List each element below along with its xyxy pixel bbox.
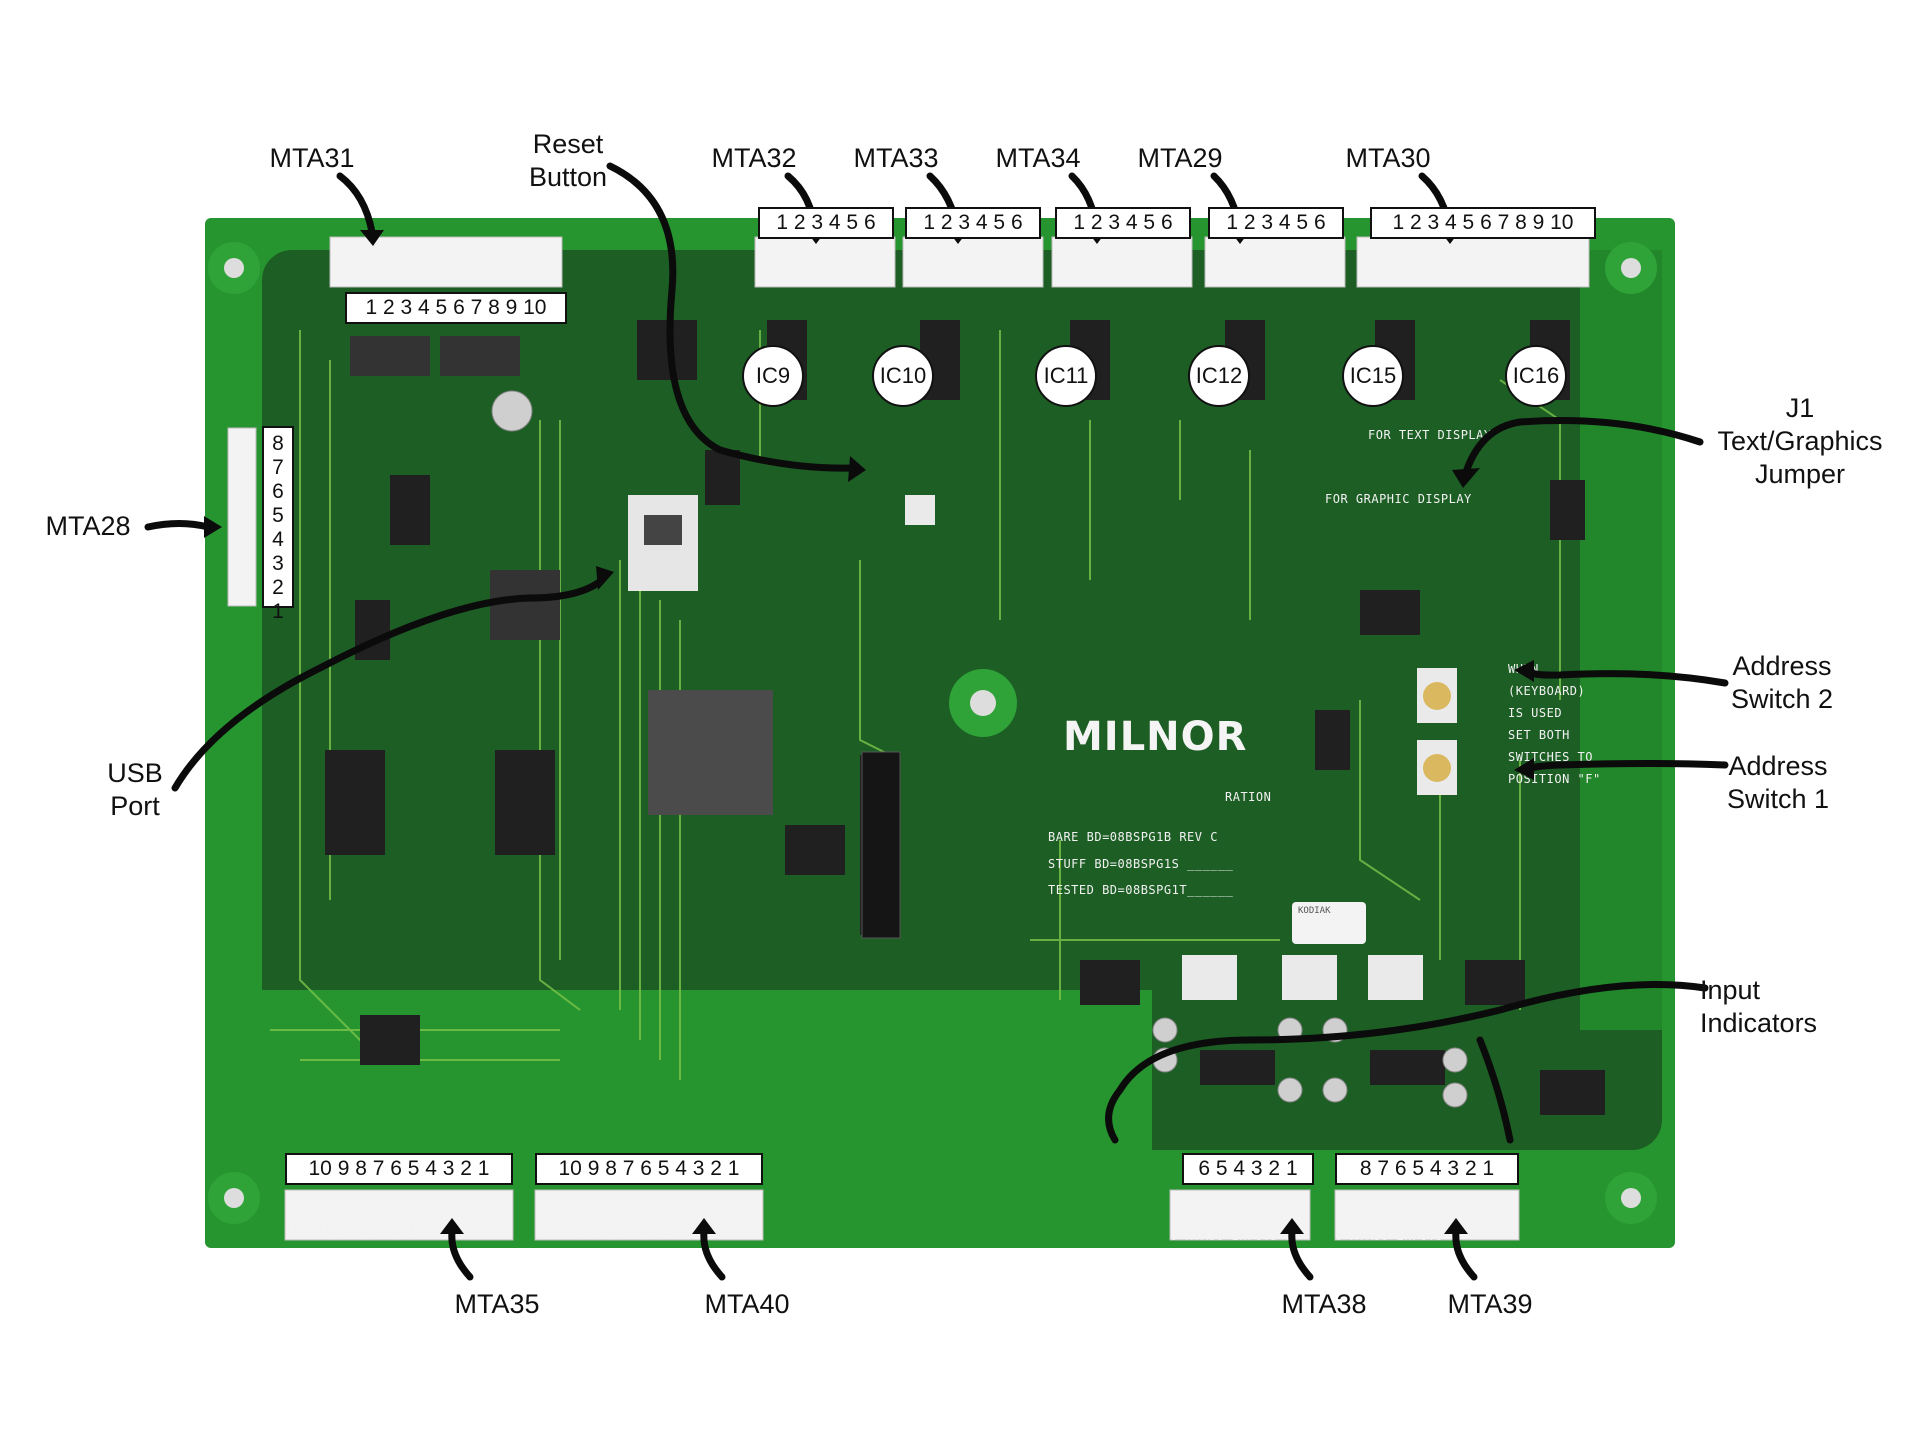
label-mta35: MTA35 — [454, 1289, 540, 1319]
silk-bare-bd: BARE BD=08BSPG1B REV C — [1048, 830, 1218, 844]
arrow-j1 — [1461, 417, 1704, 479]
silk-mta40: 10 MTA40 KEYPAD 1 — [535, 1223, 667, 1237]
pinbox-mta35: 10 9 8 7 6 5 4 3 2 1 — [285, 1153, 513, 1185]
arrow-mta40 — [700, 1228, 726, 1281]
mta28-pin-7: 7 — [272, 456, 284, 479]
silk-switch-note-2: (KEYBOARD) — [1508, 684, 1586, 698]
ic11-label: IC11 — [1035, 345, 1097, 407]
arrow-reset — [606, 162, 859, 472]
label-input-indicators: Input Indicators — [1700, 975, 1818, 1038]
kodiak-sticker: KODIAK — [1292, 902, 1366, 944]
arrowhead-switch2 — [1514, 660, 1534, 682]
label-mta31: MTA31 — [269, 143, 355, 173]
mounting-holes — [208, 242, 1657, 1224]
arrowhead-reset — [848, 456, 866, 482]
ic10-label: IC10 — [872, 345, 934, 407]
ic12-label: IC12 — [1188, 345, 1250, 407]
mta28-pin-6: 6 — [272, 480, 284, 503]
pinbox-mta29: 1 2 3 4 5 6 — [1208, 207, 1344, 239]
mta28-pin-3: 3 — [272, 552, 284, 575]
silk-tested-bd: TESTED BD=08BSPG1T______ — [1048, 883, 1234, 897]
chip-mcu — [648, 690, 773, 815]
arrowhead-mta35 — [440, 1218, 464, 1234]
label-usb-port: USB Port — [107, 758, 163, 821]
connectors — [227, 236, 1590, 1241]
arrow-switch1 — [1524, 760, 1729, 774]
silk-mta38: 6 MTA38 INPUTS 1 — [1170, 1229, 1294, 1243]
silk-switch-note-3: IS USED — [1508, 706, 1563, 720]
label-mta38: MTA38 — [1281, 1289, 1367, 1319]
pinbox-mta32: 1 2 3 4 5 6 — [758, 207, 894, 239]
label-mta39: MTA39 — [1447, 1289, 1533, 1319]
arrowhead-j1 — [1452, 468, 1480, 488]
arrowhead-mta40 — [692, 1218, 716, 1234]
label-mta30: MTA30 — [1345, 143, 1431, 173]
mta28-pin-2: 2 — [272, 576, 284, 599]
silk-stuff-bd: STUFF BD=08BSPG1S ______ — [1048, 857, 1234, 871]
pinbox-mta38: 6 5 4 3 2 1 — [1182, 1153, 1314, 1185]
mta28-pin-8: 8 — [272, 432, 284, 455]
arrow-mta38 — [1288, 1228, 1314, 1281]
pinbox-mta31: 1 2 3 4 5 6 7 8 9 10 — [345, 292, 567, 324]
milnor-logo: MILNOR — [1063, 714, 1248, 760]
opto-packages — [905, 495, 1457, 1000]
pinbox-mta40: 10 9 8 7 6 5 4 3 2 1 — [535, 1153, 763, 1185]
connector-mta28 — [227, 427, 257, 607]
arrow-switch2 — [1524, 666, 1729, 687]
connector-mta31 — [329, 236, 563, 288]
connector-mta40 — [534, 1189, 764, 1241]
silk-mta39: 8 MTA39 INPUTS 1 — [1335, 1229, 1459, 1243]
arrow-input-indicators — [1105, 980, 1709, 1144]
silk-switch-note-4: SET BOTH — [1508, 728, 1570, 742]
ribbon-header — [861, 751, 901, 939]
silk-mta35: 10 MTA35 KEYPAD 1 — [285, 1223, 417, 1237]
arrowhead-usb — [596, 566, 614, 590]
connector-mta29 — [1204, 236, 1346, 288]
arrowhead-mta31 — [360, 230, 384, 246]
silk-ration: RATION — [1225, 790, 1272, 804]
label-mta33: MTA33 — [853, 143, 939, 173]
pinbox-mta30: 1 2 3 4 5 6 7 8 9 10 — [1370, 207, 1596, 239]
mta28-pin-4: 4 — [272, 528, 284, 551]
label-j1: J1 Text/Graphics Jumper — [1717, 393, 1883, 489]
ic16-label: IC16 — [1505, 345, 1567, 407]
arrowhead-mta38 — [1280, 1218, 1304, 1234]
arrow-mta35 — [448, 1228, 474, 1281]
arrow-mta28 — [144, 520, 212, 531]
silk-switch-note-5: SWITCHES TO — [1508, 750, 1593, 764]
arrow-usb — [171, 576, 606, 792]
traces — [270, 330, 1561, 1080]
label-address-switch-1: Address Switch 1 — [1726, 751, 1830, 814]
mta28-pin-5: 5 — [272, 504, 284, 527]
arrowhead-switch1 — [1514, 758, 1534, 780]
label-mta32: MTA32 — [711, 143, 797, 173]
arrowhead-mta39 — [1444, 1218, 1468, 1234]
connector-mta35 — [284, 1189, 514, 1241]
ic9-label: IC9 — [742, 345, 804, 407]
pinbox-mta34: 1 2 3 4 5 6 — [1055, 207, 1191, 239]
connector-mta33 — [902, 236, 1044, 288]
arrow-mta31 — [336, 172, 376, 236]
label-reset-button: Reset Button — [528, 129, 608, 192]
silk-for-graphic-display: FOR GRAPHIC DISPLAY — [1325, 492, 1472, 506]
silk-for-text-display: FOR TEXT DISPLAY — [1368, 428, 1492, 442]
label-address-switch-2: Address Switch 2 — [1730, 651, 1834, 714]
mta28-pin-1: 1 — [272, 600, 284, 623]
connector-mta39 — [1334, 1189, 1520, 1241]
pinbox-mta33: 1 2 3 4 5 6 — [905, 207, 1041, 239]
label-mta29: MTA29 — [1137, 143, 1223, 173]
label-mta34: MTA34 — [995, 143, 1081, 173]
arrow-mta39 — [1452, 1228, 1478, 1281]
ic15-label: IC15 — [1342, 345, 1404, 407]
connector-mta34 — [1051, 236, 1193, 288]
label-mta40: MTA40 — [704, 1289, 790, 1319]
connector-mta30 — [1356, 236, 1590, 288]
arrowhead-mta28 — [204, 516, 222, 538]
label-mta28: MTA28 — [45, 511, 131, 541]
pinbox-mta39: 8 7 6 5 4 3 2 1 — [1335, 1153, 1519, 1185]
